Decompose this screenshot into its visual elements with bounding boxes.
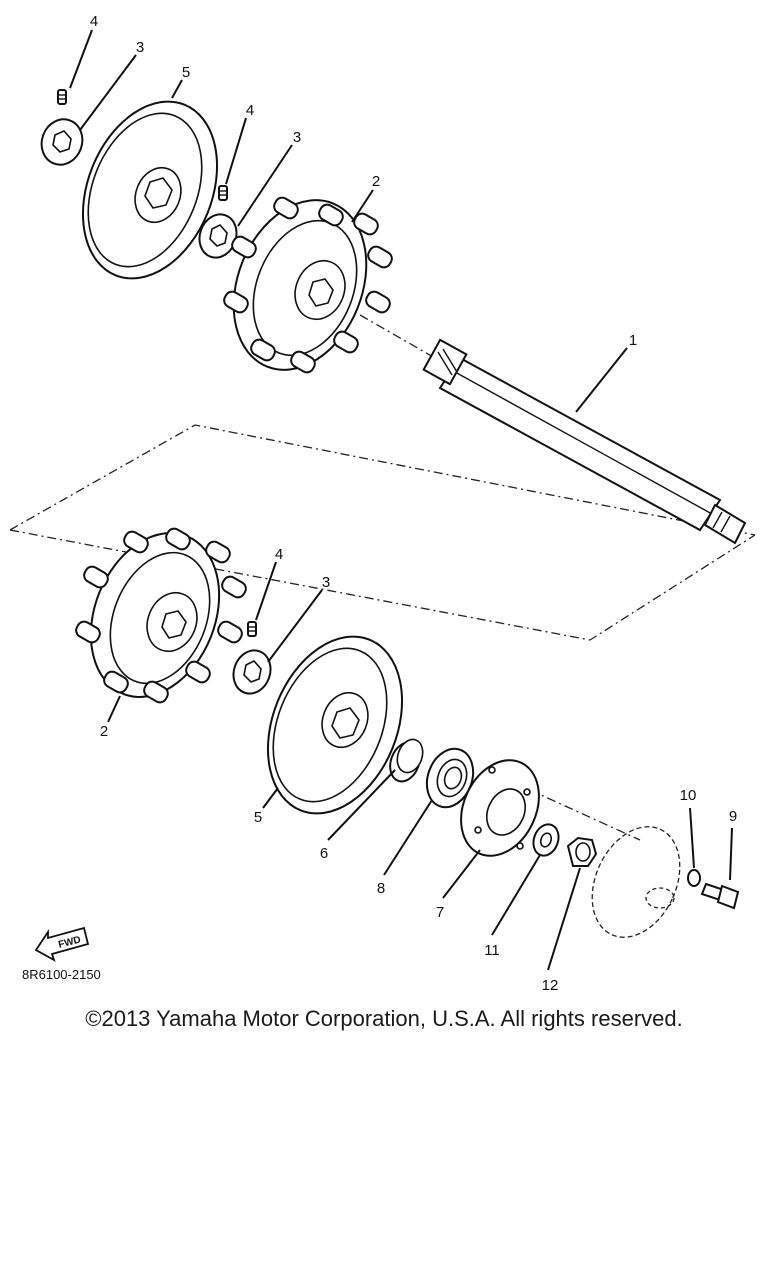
callout-9: 9 [729, 808, 737, 825]
drive-shaft [422, 338, 747, 545]
callout-6: 6 [320, 845, 328, 862]
idler-wheel-lower [266, 635, 404, 815]
collar-lower [232, 649, 272, 695]
callout-5-lower: 5 [254, 809, 262, 826]
set-screw-lower [247, 621, 257, 637]
collar-upper-mid [198, 213, 238, 259]
mounting-plate-reference [591, 826, 681, 938]
callout-12: 12 [542, 977, 559, 994]
callout-3-upper-left: 3 [136, 39, 144, 56]
drive-sprocket-lower [75, 527, 247, 704]
callout-8: 8 [377, 880, 385, 897]
bearing [425, 747, 475, 809]
forward-arrow-icon: FWD [34, 926, 90, 962]
callout-11: 11 [484, 942, 500, 959]
callout-3-upper-mid: 3 [293, 129, 301, 146]
idler-wheel-upper [81, 100, 219, 280]
fwd-label: FWD [57, 935, 82, 951]
callout-5-upper: 5 [182, 64, 190, 81]
set-screw-upper-mid [218, 185, 228, 201]
drive-sprocket-upper [223, 196, 393, 374]
callout-4-upper-mid: 4 [246, 102, 254, 119]
callout-3-lower: 3 [322, 574, 330, 591]
drawing-code: 8R6100-2150 [22, 967, 101, 982]
copyright-notice: ©2013 Yamaha Motor Corporation, U.S.A. A… [85, 1006, 683, 1031]
set-screw-upper-left [57, 89, 67, 105]
washer [532, 823, 560, 857]
callout-4-upper-left: 4 [90, 13, 98, 30]
lock-washer [687, 869, 701, 887]
callout-4-lower: 4 [275, 546, 283, 563]
nut [566, 836, 598, 867]
callout-7: 7 [436, 904, 444, 921]
exploded-parts-diagram: 1 2 2 3 3 3 4 4 4 5 5 6 7 8 9 10 11 12 F… [9, 13, 756, 994]
spacer [389, 738, 424, 783]
callout-10: 10 [680, 787, 697, 804]
collar-upper-left [40, 118, 84, 166]
callout-1: 1 [629, 332, 637, 349]
callout-2-lower: 2 [100, 723, 108, 740]
bolt [700, 882, 740, 910]
callout-2-upper: 2 [372, 173, 380, 190]
bearing-housing [460, 759, 540, 857]
leader-lines [69, 29, 733, 971]
